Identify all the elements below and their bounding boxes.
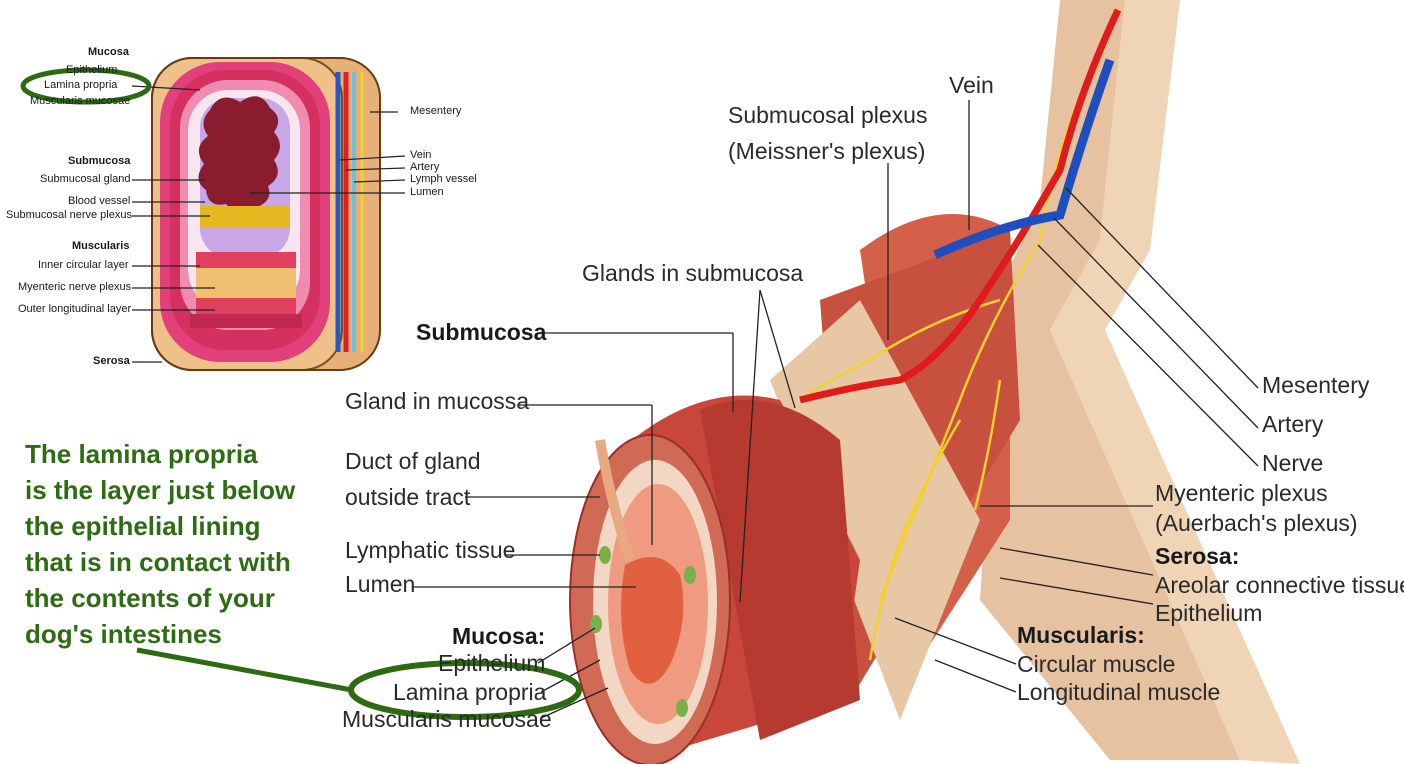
note-line: The lamina propria: [25, 439, 258, 469]
main-diagram-leaders: [412, 100, 1259, 719]
label-duct-of-gland: Duct of gland: [345, 448, 481, 474]
label-artery: Artery: [1262, 411, 1324, 437]
label-myenteric-nerve-plexus-small: Myenteric nerve plexus: [18, 281, 132, 293]
small-diagram-leaders: [131, 85, 406, 363]
label-lumen: Lumen: [345, 571, 416, 597]
label-muscularis-small: Muscularis: [72, 240, 130, 252]
label-lumen-small: Lumen: [410, 186, 444, 198]
note-line: the epithelial lining: [25, 511, 261, 541]
label-glands-in-submucosa: Glands in submucosa: [582, 260, 804, 286]
label-myenteric-plexus: Myenteric plexus: [1155, 480, 1328, 506]
label-epithelium: Epithelium: [438, 650, 546, 676]
label-muscularis: Muscularis:: [1017, 622, 1145, 648]
label-longitudinal-muscle: Longitudinal muscle: [1017, 679, 1221, 705]
label-mesentery: Mesentery: [1262, 372, 1370, 398]
label-submucosal-plexus: Submucosal plexus: [728, 102, 928, 128]
label-mesentery-small: Mesentery: [410, 105, 462, 117]
label-meissners-plexus: (Meissner's plexus): [728, 138, 926, 164]
label-submucosa-small: Submucosa: [68, 155, 131, 167]
label-mucosa-small: Mucosa: [88, 46, 129, 58]
label-serosa-epithelium: Epithelium: [1155, 600, 1263, 626]
label-submucosa: Submucosa: [416, 319, 547, 345]
label-outside-tract: outside tract: [345, 484, 471, 510]
label-muscularis-mucosae-small: Muscularis mucosae: [30, 95, 131, 107]
label-blood-vessel-small: Blood vessel: [68, 195, 131, 207]
label-nerve: Nerve: [1262, 450, 1324, 476]
label-lamina-propria: Lamina propria: [393, 679, 547, 705]
note-line: dog's intestines: [25, 619, 222, 649]
label-outer-longitudinal-layer-small: Outer longitudinal layer: [18, 303, 132, 315]
label-serosa-small: Serosa: [93, 355, 130, 367]
label-gland-in-mucossa: Gland in mucossa: [345, 388, 530, 414]
label-lymph-vessel-small: Lymph vessel: [410, 173, 477, 185]
label-lamina-propria-small: Lamina propria: [44, 79, 118, 91]
label-lymphatic-tissue: Lymphatic tissue: [345, 537, 516, 563]
label-epithelium-small: Epithelium: [66, 64, 118, 76]
intestine-3d-illustration: [569, 0, 1300, 764]
label-artery-small: Artery: [410, 161, 440, 173]
note-line: the contents of your: [25, 583, 275, 613]
label-vein-small: Vein: [410, 149, 432, 161]
highlight-pointer-line: [136, 647, 353, 693]
label-inner-circular-layer-small: Inner circular layer: [38, 259, 129, 271]
label-auerbachs-plexus: (Auerbach's plexus): [1155, 510, 1358, 536]
highlight-circle-small: [20, 67, 152, 105]
small-intestine-section-illustration: [151, 57, 381, 371]
label-areolar-connective-tissue: Areolar connective tissue: [1155, 572, 1404, 598]
label-serosa: Serosa:: [1155, 543, 1240, 569]
label-submucosal-gland-small: Submucosal gland: [40, 173, 131, 185]
note-line: that is in contact with: [25, 547, 291, 577]
label-mucosa: Mucosa:: [452, 623, 546, 649]
lamina-propria-note: The lamina propria is the layer just bel…: [25, 436, 355, 652]
label-muscularis-mucosae: Muscularis mucosae: [342, 706, 552, 732]
note-line: is the layer just below: [25, 475, 296, 505]
label-submucosal-nerve-plexus-small: Submucosal nerve plexus: [6, 209, 132, 221]
label-vein: Vein: [949, 72, 994, 98]
label-circular-muscle: Circular muscle: [1017, 651, 1176, 677]
